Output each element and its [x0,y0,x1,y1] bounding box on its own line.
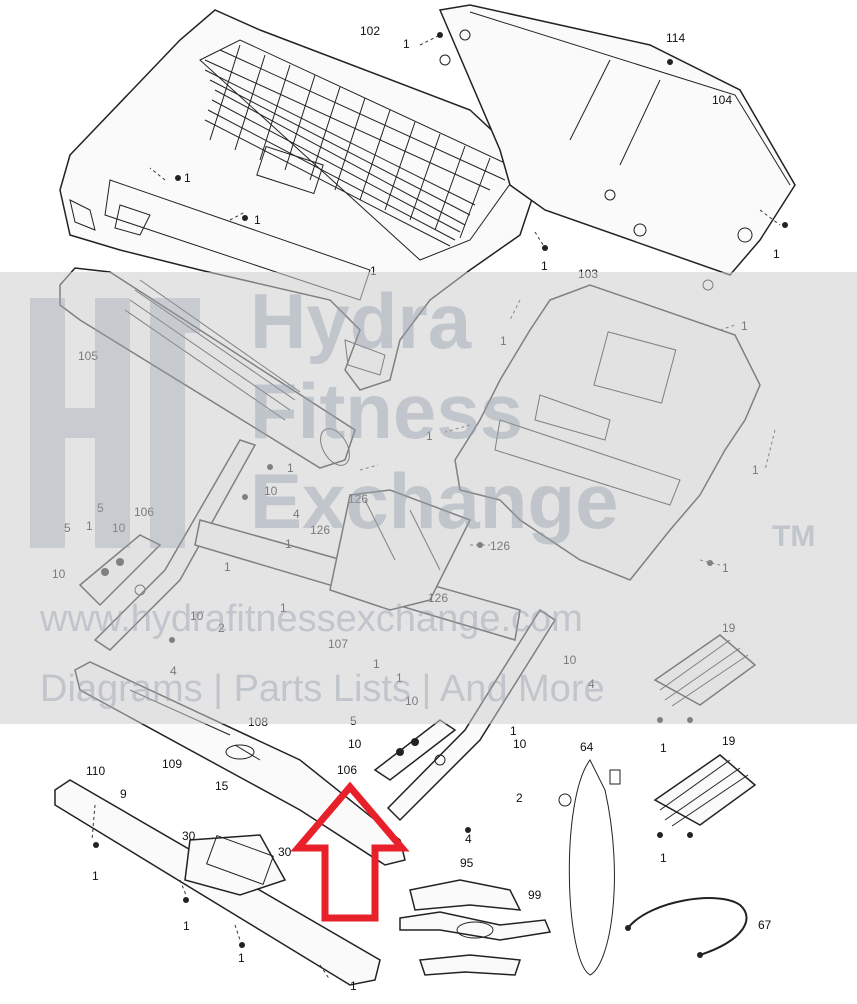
part-106-bracket-right [373,719,457,781]
callout-1: 1 [660,741,667,755]
callout-30-left: 30 [182,829,196,843]
watermark-url: www.hydrafitnessexchange.com [40,598,583,640]
callout-1: 1 [254,213,261,227]
callout-1: 1 [238,951,245,965]
watermark-trademark: TM [772,520,816,553]
callout-1: 1 [92,869,99,883]
part-19-bracket-lower [653,754,757,827]
watermark-band [0,272,857,724]
watermark-logo-icon [30,298,200,548]
callout-1: 1 [541,259,548,273]
callout-1: 1 [183,919,190,933]
callout-1: 1 [184,171,191,185]
callout-2: 2 [516,791,523,805]
callout-102: 102 [360,24,380,38]
part-67-wire [625,897,748,958]
callout-9: 9 [120,787,127,801]
callout-67: 67 [758,918,772,932]
callout-1: 1 [660,851,667,865]
callout-10: 10 [348,737,362,751]
callout-95: 95 [460,856,474,870]
callout-10: 10 [513,737,527,751]
part-99-brace [399,911,552,941]
callout-99: 99 [528,888,542,902]
callout-19-lower: 19 [722,734,736,748]
part-104-back-cover [438,4,796,291]
part-110-base-frame [54,779,381,986]
part-64-cable-loop [558,759,621,976]
callout-30-right: 30 [278,845,292,859]
watermark-tagline: Diagrams | Parts Lists | And More [40,668,605,710]
callout-15: 15 [215,779,229,793]
callout-104: 104 [712,93,732,107]
callout-1: 1 [403,37,410,51]
grille-pattern [204,44,506,247]
watermark-line-3: Exchange [250,457,619,545]
watermark-line-1: Hydra [250,277,472,365]
callout-1: 1 [370,264,377,278]
callout-110: 110 [86,764,105,778]
callout-1: 1 [773,247,780,261]
callout-114: 114 [666,31,685,45]
part-95-strap [409,879,522,976]
callout-64: 64 [580,740,594,754]
callout-4: 4 [465,832,472,846]
watermark-line-2: Fitness [250,367,524,455]
callout-106-right: 106 [337,763,357,777]
highlight-arrow [290,781,410,922]
callout-1: 1 [350,979,357,993]
callout-109: 109 [162,757,182,771]
callout-1: 1 [510,724,517,738]
